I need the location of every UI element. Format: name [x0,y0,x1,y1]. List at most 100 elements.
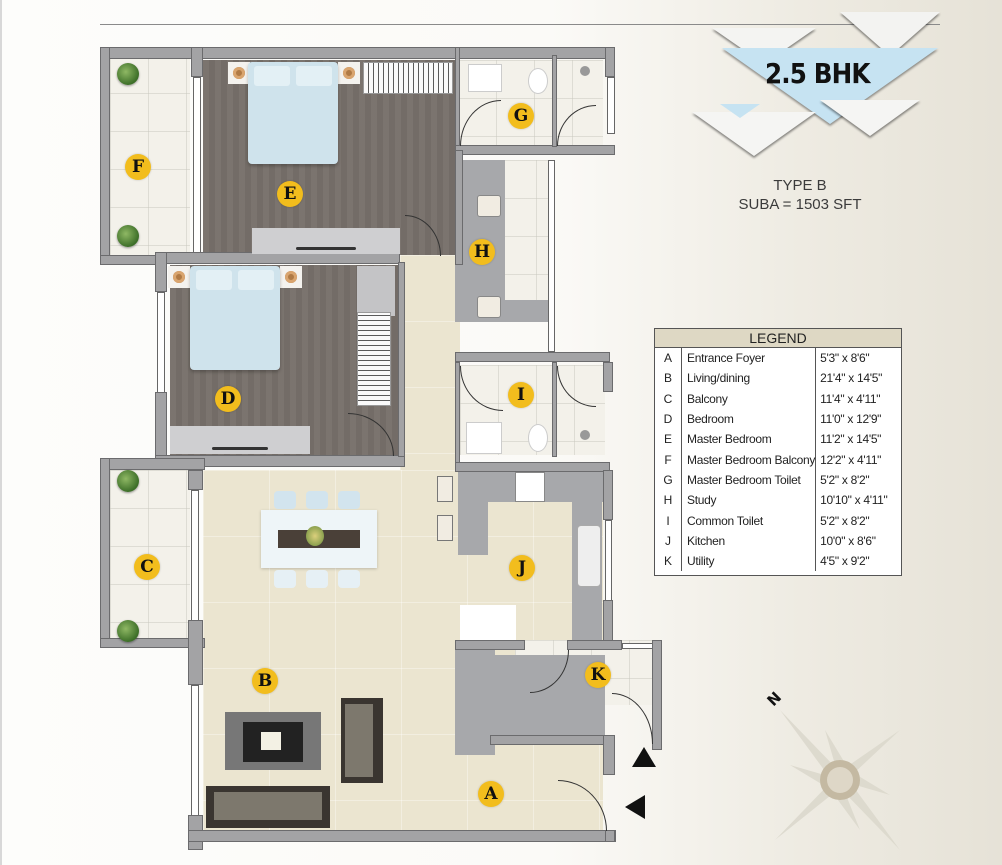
window [157,292,165,394]
nightstand-icon [228,62,250,84]
wall [552,362,557,457]
legend-room: Balcony [681,388,817,409]
wall [191,47,203,77]
wall [100,638,205,648]
wall [652,640,662,750]
room-marker-b: B [252,668,278,694]
room-marker-d: D [215,386,241,412]
legend-letter: B [655,368,682,389]
sofa-seat [214,792,322,820]
chair-icon [306,570,328,588]
unit-info: TYPE B SUBA = 1503 SFT [720,176,880,214]
pillow [254,66,290,86]
wall [155,455,405,467]
legend-dims: 11'2" x 14'5" [820,432,882,447]
wall [398,262,405,457]
legend-dims: 10'0" x 8'6" [820,533,876,548]
washbasin-icon [468,64,502,92]
kitchen-counter [458,500,488,555]
stove-icon [515,472,545,502]
wall [605,47,615,77]
chair-icon [477,195,501,217]
nightstand-icon [280,266,302,288]
legend-room: Utility [681,550,817,572]
shaft [455,645,495,755]
room-marker-k: K [585,662,611,688]
legend-letter: C [655,388,682,409]
chair-icon [306,491,328,509]
room-marker-c: C [134,554,160,580]
tv-unit-icon [252,228,400,254]
wall [567,640,622,650]
wall [155,252,167,292]
chair-icon [274,570,296,588]
room-marker-f: F [125,154,151,180]
legend-room: Common Toilet [681,510,817,531]
legend-letter: A [655,348,682,369]
wall [605,830,615,842]
legend-dims: 5'3" x 8'6" [820,351,870,366]
legend-room: Entrance Foyer [681,348,817,369]
legend-letter: D [655,408,682,430]
nightstand-icon [338,62,360,84]
room-marker-g: G [508,103,534,129]
wardrobe-icon [363,62,453,94]
legend-room: Master Bedroom [681,429,817,450]
chevron-shape [692,112,816,156]
vase-icon [306,526,324,546]
unit-area: SUBA = 1503 SFT [738,196,862,213]
entrance-arrow-up-icon [632,747,656,767]
legend-dims: 5'2" x 8'2" [820,513,870,528]
legend-letter: G [655,469,682,491]
plant-icon [117,225,139,247]
wall [188,830,616,842]
legend-dims: 21'4" x 14'5" [820,371,883,386]
tray-icon [261,732,281,750]
chair-icon [338,570,360,588]
page-edge [0,0,2,865]
wall [100,458,110,648]
bar-stool-icon [437,515,453,541]
wall [455,150,463,265]
legend-title: LEGEND [655,329,901,348]
wall [603,735,615,775]
legend-letter: I [655,510,682,531]
floor-passage [400,255,460,470]
plant-icon [117,470,139,492]
room-marker-a: A [478,781,504,807]
washbasin-icon [466,422,502,454]
bar-stool-icon [437,476,453,502]
wall [100,458,205,470]
legend-dims: 5'2" x 8'2" [820,472,870,487]
wall [490,735,610,745]
wall [603,470,613,520]
wardrobe-icon [357,312,391,406]
window [607,77,615,134]
legend-room: Kitchen [681,530,817,551]
window [191,490,199,622]
window [622,643,654,649]
unit-type: TYPE B [773,177,827,194]
floor-balcony-f [110,55,190,255]
compass-star-icon [775,710,900,850]
plant-icon [117,620,139,642]
legend-dims: 12'2" x 4'11" [820,452,882,467]
wall [455,145,615,155]
legend-dims: 11'0" x 12'9" [820,412,882,427]
bed-icon [190,266,280,370]
sofa-seat [345,704,373,777]
header-rule [100,24,940,25]
wall [100,47,615,59]
room-marker-i: I [508,382,534,408]
legend-letter: K [655,550,682,572]
badge-label: 2.5 BHK [765,57,870,90]
